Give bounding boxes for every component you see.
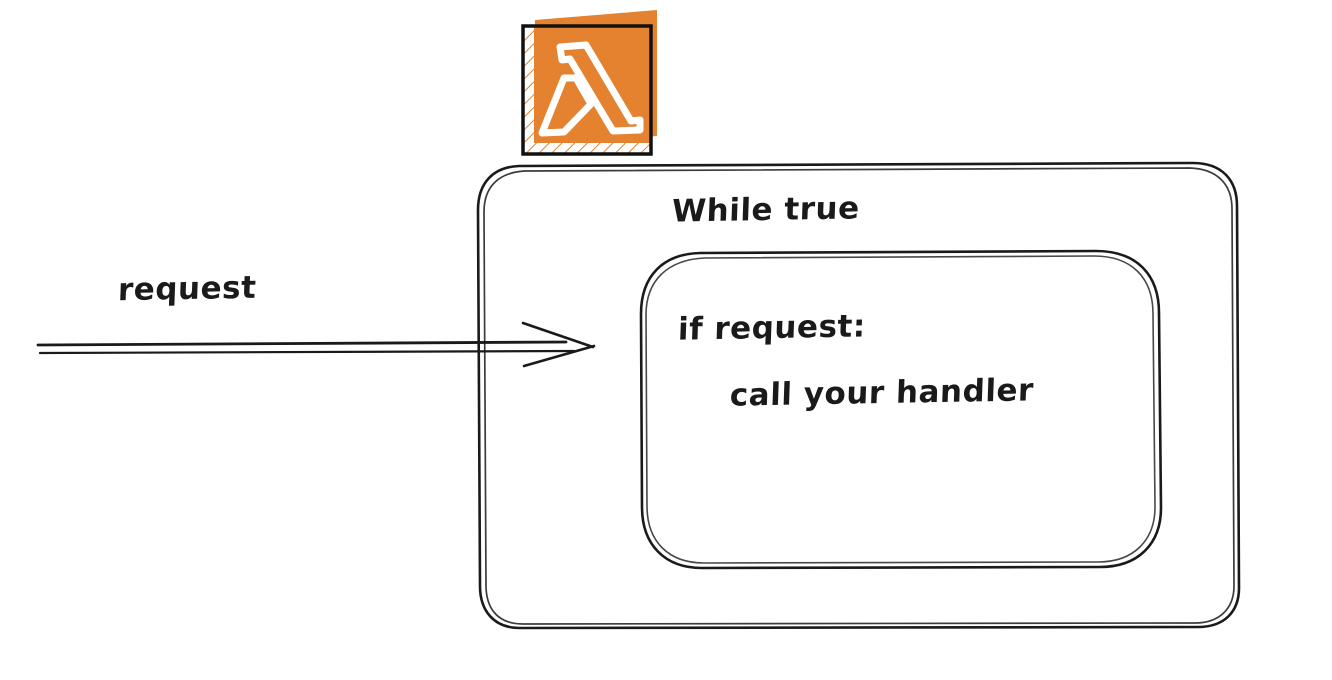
outer-box-label: While true	[671, 190, 861, 230]
inner-box-line-1: if request:	[677, 308, 867, 348]
lambda-tile	[534, 26, 651, 143]
lambda-glyph	[538, 41, 644, 137]
inner-box-line-2: call your handler	[729, 372, 1035, 414]
lambda-frame	[521, 24, 653, 156]
aws-lambda-icon[interactable]	[518, 8, 658, 158]
arrow-label-request: request	[117, 269, 258, 309]
inner-handler-box[interactable]	[639, 249, 1163, 570]
outer-loop-box[interactable]	[476, 161, 1241, 630]
request-arrow[interactable]	[36, 321, 596, 368]
